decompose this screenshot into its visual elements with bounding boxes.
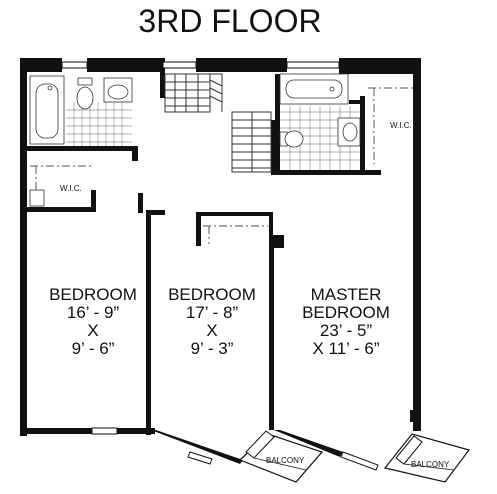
left-bathroom <box>29 75 133 146</box>
room-dim-length: 23’ - 5” <box>319 321 373 340</box>
room-dim-length: 17’ - 8” <box>185 303 239 322</box>
label-balcony-left: BALCONY <box>266 456 305 465</box>
room-dim-length: 16’ - 9” <box>66 303 120 322</box>
room-bedroom-left: BEDROOM 16’ - 9” X 9’ - 6” <box>38 286 148 358</box>
interior-walls <box>27 58 381 435</box>
room-dim-width: X 11’ - 6” <box>312 339 380 358</box>
room-name-line1: MASTER <box>310 285 382 304</box>
bottom-windows <box>91 427 379 471</box>
room-dim-x: X <box>87 321 99 340</box>
room-name: BEDROOM <box>168 285 256 304</box>
right-bathroom <box>279 73 361 170</box>
room-dim-width: 9’ - 3” <box>190 339 234 358</box>
lower-exterior <box>151 430 343 464</box>
closet-rails <box>30 87 413 244</box>
room-dim-width: 9’ - 6” <box>71 339 115 358</box>
staircase <box>164 73 272 173</box>
room-name: BEDROOM <box>49 285 137 304</box>
room-bedroom-middle: BEDROOM 17’ - 8” X 9’ - 3” <box>157 286 267 358</box>
balcony-inner-lines <box>253 457 455 471</box>
room-name-line2: BEDROOM <box>302 303 390 322</box>
page-title: 3RD FLOOR <box>138 3 322 39</box>
top-windows <box>61 61 340 69</box>
room-dim-x: X <box>206 321 218 340</box>
closet-shelf <box>29 189 45 207</box>
label-wic-right: W.I.C. <box>390 121 412 130</box>
balcony-doors <box>245 430 423 465</box>
room-master-bedroom: MASTER BEDROOM 23’ - 5” X 11’ - 6” <box>287 286 405 358</box>
label-wic-left: W.I.C. <box>60 184 82 193</box>
label-balcony-right: BALCONY <box>411 460 450 469</box>
